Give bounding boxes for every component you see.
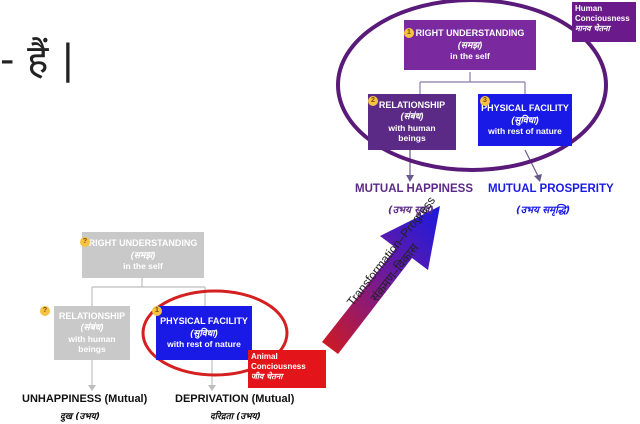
label-line: Human <box>575 4 603 13</box>
box-sub: with rest of nature <box>167 338 241 349</box>
animal-ellipse <box>141 289 289 377</box>
animal-consciousness-label: Animal Conciousness जीव चेतना <box>248 350 326 388</box>
box-hindi: (सुविधा) <box>511 114 539 125</box>
label-line: Conciousness <box>575 14 630 23</box>
animal-right-understanding-box: RIGHT UNDERSTANDING (समझ) in the self <box>82 232 204 278</box>
human-number-2-badge: 2 <box>368 96 378 106</box>
box-sub: with human beings <box>388 122 436 144</box>
animal-outcome-left-hindi: दुख (उभय) <box>60 412 100 422</box>
animal-connectors <box>91 277 206 306</box>
animal-outcome-left-title: UNHAPPINESS (Mutual) <box>22 393 148 405</box>
human-outcome-left-hindi: (उभय सुख) <box>388 205 434 216</box>
human-right-understanding-box: RIGHT UNDERSTANDING (समझ) in the self <box>404 20 536 70</box>
animal-number-1-badge: 1 <box>152 306 162 316</box>
box-title: RELATIONSHIP <box>378 100 446 111</box>
box-title: PHYSICAL FACILITY <box>481 103 569 114</box>
animal-down-arrows <box>91 360 213 386</box>
hindi-fragment: - हैं | <box>0 37 75 83</box>
box-hindi: (संबंध) <box>400 111 424 122</box>
box-sub: in the self <box>123 260 163 271</box>
box-hindi: (समझ) <box>457 39 483 50</box>
animal-question-badge: ? <box>80 237 90 247</box>
transformation-arrow <box>322 206 440 354</box>
box-title: RIGHT UNDERSTANDING <box>415 28 525 39</box>
label-line: Conciousness <box>251 362 306 371</box>
box-title: PHYSICAL FACILITY <box>160 316 248 327</box>
box-hindi: (सुविधा) <box>190 327 218 338</box>
human-outcome-right-hindi: (उभय समृद्धि) <box>516 205 571 216</box>
human-connectors <box>419 72 526 94</box>
box-title: RELATIONSHIP <box>58 311 126 322</box>
box-sub: with human beings <box>68 333 116 355</box>
animal-question-badge: ? <box>40 306 50 316</box>
human-number-3-badge: 3 <box>480 96 490 106</box>
human-outcome-right-title: MUTUAL PROSPERITY <box>488 183 614 195</box>
box-hindi: (समझ) <box>130 249 156 260</box>
box-hindi: (संबंध) <box>80 322 104 333</box>
animal-relationship-box: RELATIONSHIP (संबंध) with human beings <box>54 306 130 360</box>
animal-outcome-right-title: DEPRIVATION (Mutual) <box>175 393 295 405</box>
human-outcome-left-title: MUTUAL HAPPINESS <box>355 183 473 195</box>
label-line: मानव चेतना <box>575 24 610 33</box>
box-sub: in the self <box>450 50 490 61</box>
human-relationship-box: RELATIONSHIP (संबंध) with human beings <box>368 94 456 150</box>
label-line: जीव चेतना <box>251 372 283 381</box>
box-sub: with rest of nature <box>488 125 562 136</box>
human-number-1-badge: 1 <box>404 28 414 38</box>
human-consciousness-label: Human Conciousness मानव चेतना <box>572 2 636 42</box>
human-physical-facility-box: PHYSICAL FACILITY (सुविधा) with rest of … <box>478 94 572 146</box>
animal-outcome-right-hindi: दरिद्रता (उभय) <box>210 412 261 422</box>
animal-physical-facility-box: PHYSICAL FACILITY (सुविधा) with rest of … <box>156 306 252 360</box>
label-line: Animal <box>251 352 278 361</box>
human-ellipse <box>336 0 608 172</box>
box-title: RIGHT UNDERSTANDING <box>88 238 198 249</box>
